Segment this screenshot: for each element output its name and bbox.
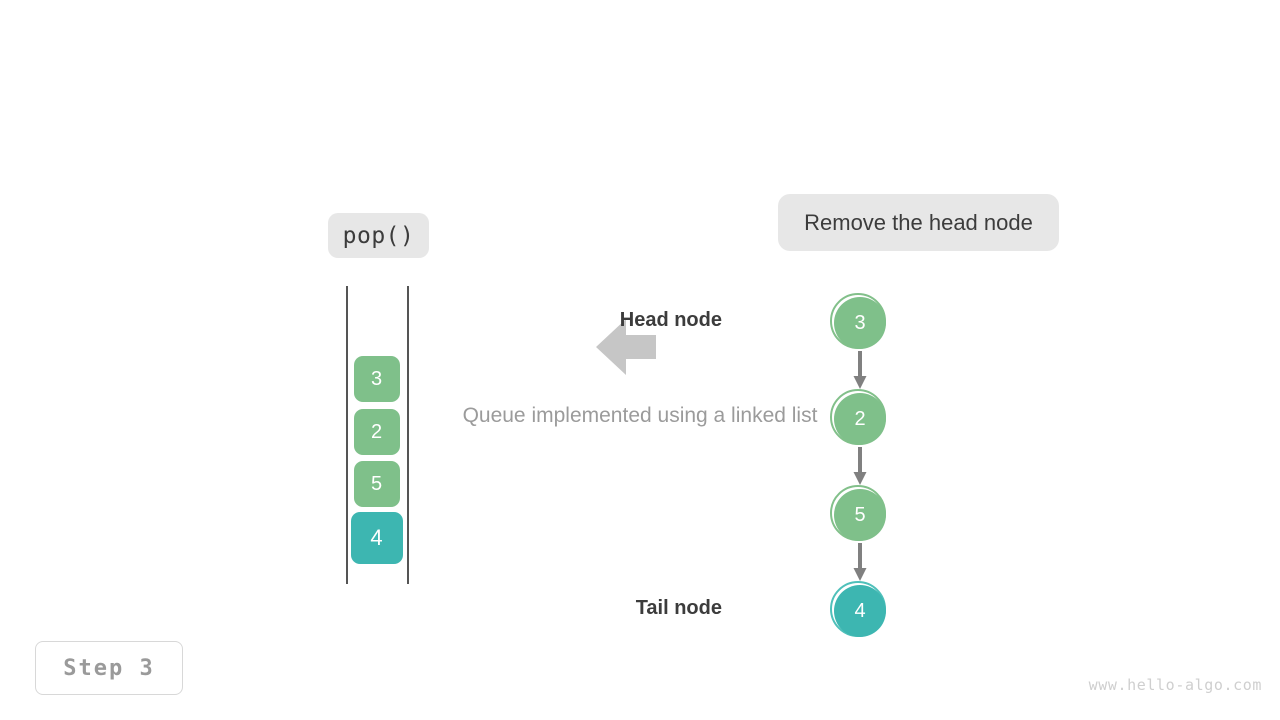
queue-visualization: 3 2 5 4 xyxy=(330,280,430,592)
linked-list-node: 4 Tail node xyxy=(636,581,890,641)
diagram-caption: Queue implemented using a linked list xyxy=(462,404,818,427)
node-value: 3 xyxy=(854,311,866,334)
operation-action-chip: Remove the head node xyxy=(778,194,1059,251)
queue-item: 2 xyxy=(353,409,400,455)
queue-item-value: 4 xyxy=(370,525,383,550)
node-value: 5 xyxy=(854,503,866,526)
left-arrow-icon xyxy=(596,318,656,376)
queue-item-value: 3 xyxy=(370,367,383,390)
queue-rail-right xyxy=(407,286,409,584)
tail-node-label: Tail node xyxy=(635,597,722,619)
linked-list-node: 2 xyxy=(830,389,890,449)
queue-item: 4 xyxy=(350,512,403,564)
queue-item-value: 2 xyxy=(370,420,383,443)
operation-action-label: Remove the head node xyxy=(804,209,1033,235)
queue-item: 5 xyxy=(353,461,400,507)
node-core: 4 xyxy=(834,585,886,637)
linked-list-node: 3 Head node xyxy=(620,293,890,353)
head-node-label: Head node xyxy=(619,309,722,331)
node-core: 5 xyxy=(834,489,886,541)
linked-list-visualization: 3 Head node 2 5 4 Tail node xyxy=(620,285,980,645)
link-arrow-icon xyxy=(853,351,867,389)
watermark: www.hello-algo.com xyxy=(1088,676,1262,694)
operation-call-chip: pop() xyxy=(328,213,429,258)
queue-rail-left xyxy=(346,286,348,584)
node-core: 2 xyxy=(834,393,886,445)
queue-item-value: 5 xyxy=(370,472,383,495)
link-arrow-icon xyxy=(853,447,867,485)
operation-call-label: pop() xyxy=(342,222,415,249)
node-value: 2 xyxy=(854,407,866,430)
linked-list-node: 5 xyxy=(830,485,890,545)
node-core: 3 xyxy=(834,297,886,349)
queue-item: 3 xyxy=(353,356,400,402)
link-arrow-icon xyxy=(853,543,867,581)
node-value: 4 xyxy=(854,599,866,622)
step-badge: Step 3 xyxy=(35,641,183,695)
